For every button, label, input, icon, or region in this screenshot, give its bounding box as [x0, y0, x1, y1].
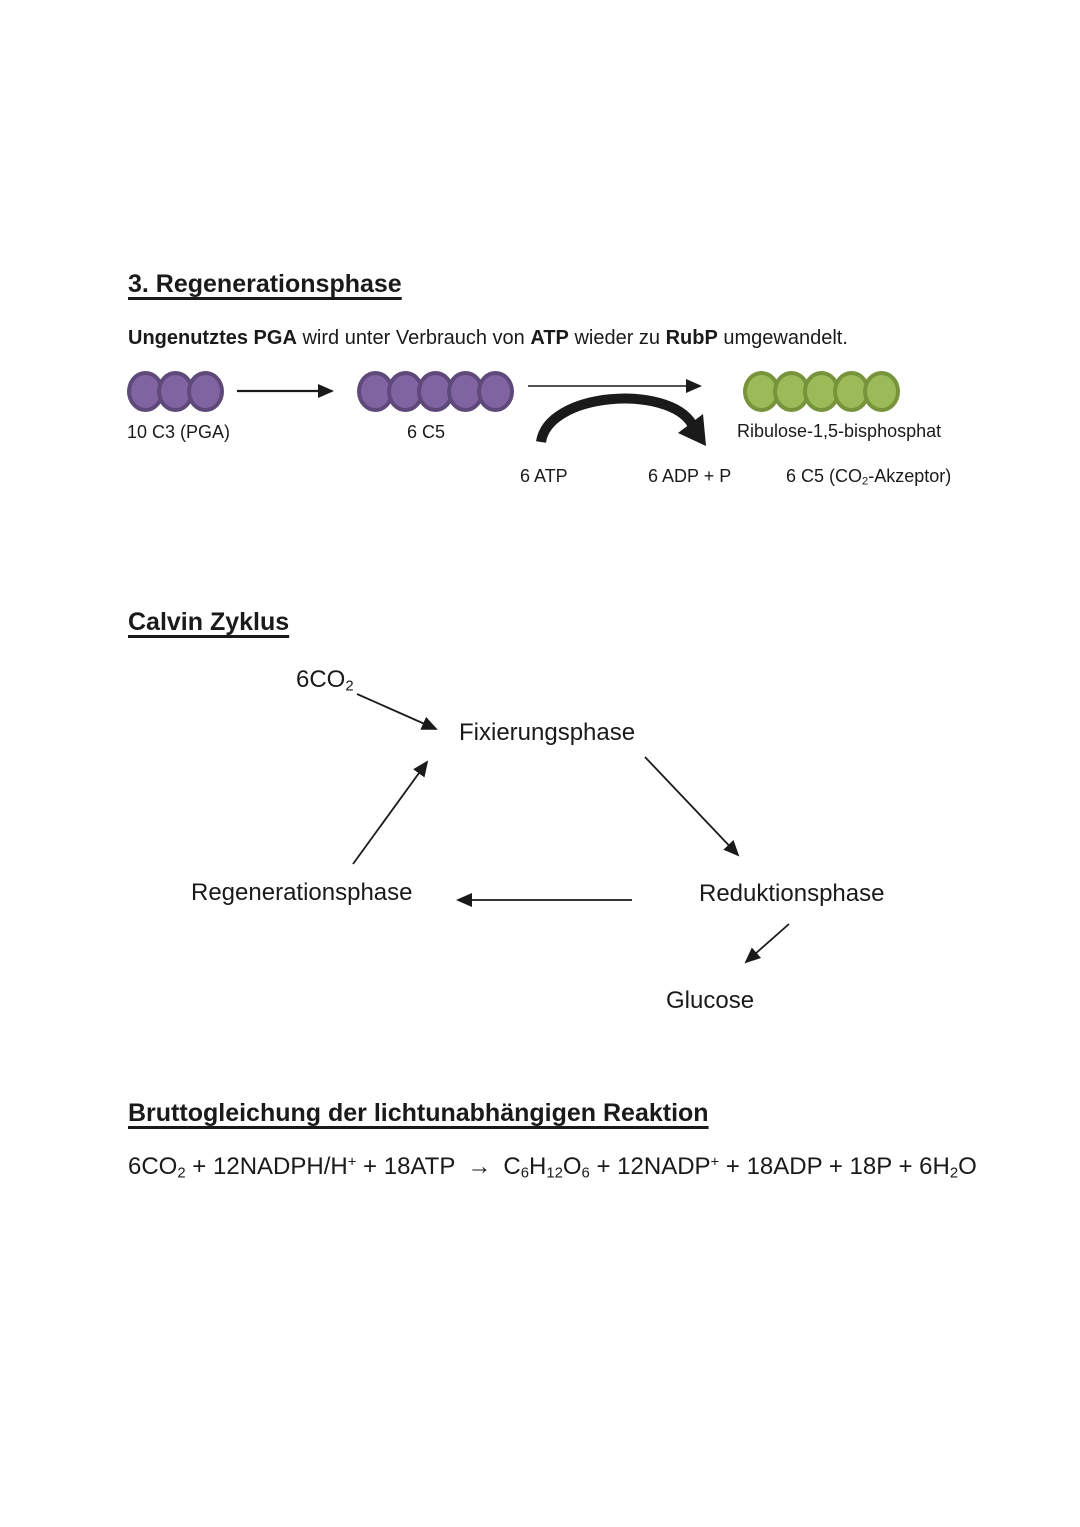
fixierungsphase-label: Fixierungsphase [459, 719, 636, 746]
brutto-equation: 6CO2 + 12NADPH/H+ + 18ATP→C6H12O6 + 12NA… [128, 1153, 977, 1182]
co2-akzeptor-label: 6 C5 (CO2-Akzeptor) [786, 466, 952, 488]
rubp-circles [743, 371, 900, 412]
rubp-circle-4 [833, 371, 870, 412]
c5-circles [357, 371, 514, 412]
co2-to-fixierung-arrow [356, 693, 438, 730]
regenerationsphase-label: Regenerationsphase [191, 879, 413, 906]
pga-label: 10 C3 (PGA) [127, 422, 231, 442]
bruttogleichung-title: Bruttogleichung der lichtunabhängigen Re… [128, 1099, 709, 1127]
regeneration-to-fixierung-arrow [352, 760, 429, 865]
calvin-zyklus-title: Calvin Zyklus [128, 608, 290, 636]
c5-label: 6 C5 [407, 422, 446, 442]
co2-cycle-label: 6CO2 [296, 666, 354, 695]
fixierung-to-reduktion-arrow [644, 756, 740, 857]
rubp-label: Ribulose-1,5-bisphosphat [737, 421, 942, 441]
atp-curved-arrow [536, 393, 697, 444]
pga-circles [127, 371, 224, 412]
c5-circle-5 [477, 371, 514, 412]
pga-circle-3 [187, 371, 224, 412]
reduktion-to-glucose-arrow [744, 923, 790, 964]
atp-label: 6 ATP [520, 466, 568, 486]
reduktionsphase-label: Reduktionsphase [699, 880, 885, 907]
regenerationsphase-title: 3. Regenerationsphase [128, 270, 402, 298]
rubp-circle-5 [863, 371, 900, 412]
glucose-label: Glucose [666, 987, 755, 1014]
adp-label: 6 ADP + P [648, 466, 732, 486]
c5-circle-3 [417, 371, 454, 412]
atp-curved-arrowhead [678, 414, 706, 446]
regenerationsphase-intro: Ungenutztes PGA wird unter Verbrauch von… [128, 327, 848, 349]
